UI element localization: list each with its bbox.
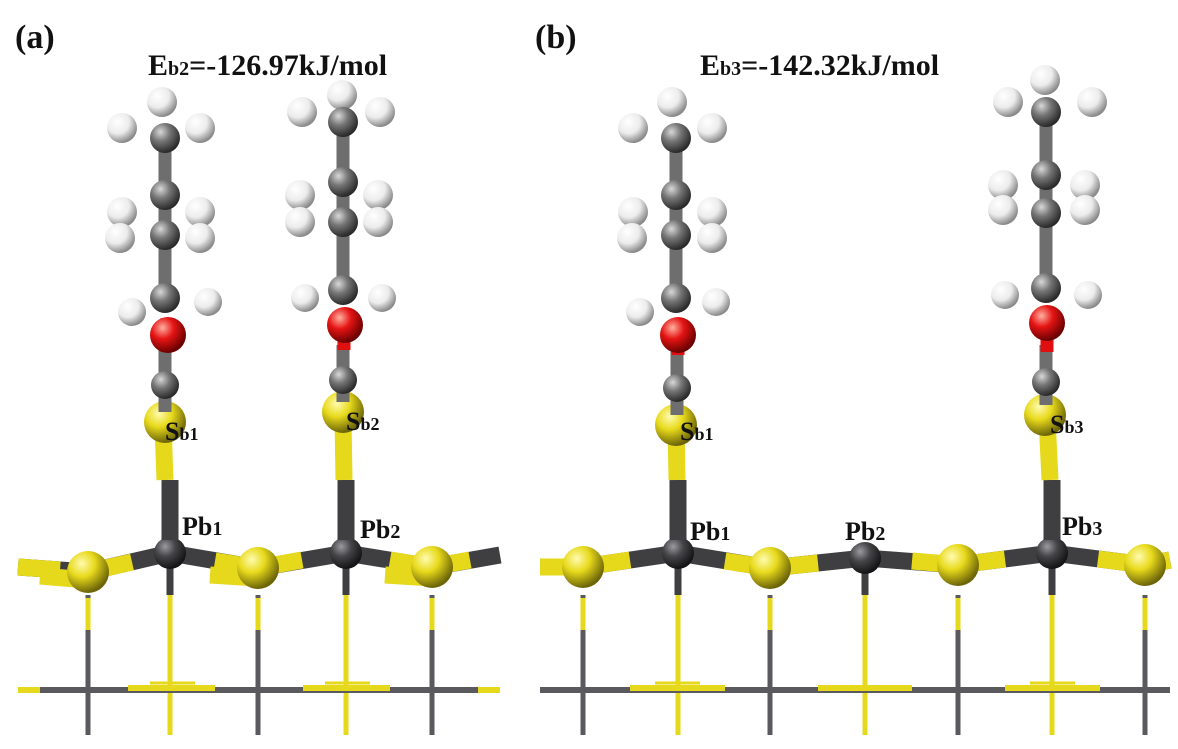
panel-b-label-sb1: Sb1 (680, 417, 713, 446)
panel-a-molecule-2 (285, 80, 396, 540)
panel-a-label-sb2: Sb2 (346, 407, 379, 436)
panel-a: (a) Eb2=-126.97kJ/mol Sb1 Sb2 Pb1 Pb2 (15, 19, 502, 735)
panel-a-label-sb1: Sb1 (165, 417, 198, 446)
panel-b-label-pb3: Pb3 (1062, 512, 1102, 541)
panel-b-energy-label: Eb3=-142.32kJ/mol (700, 49, 939, 82)
panel-a-energy-label: Eb2=-126.97kJ/mol (148, 49, 387, 82)
panel-a-molecule-1 (105, 87, 222, 540)
panel-b-label-pb2: Pb2 (845, 517, 885, 546)
panel-a-label-pb2: Pb2 (360, 515, 400, 544)
panel-a-lower-slab (18, 595, 500, 735)
panel-b: (b) Eb3=-142.32kJ/mol Sb1 Sb3 Pb1 Pb2 Pb… (535, 19, 1172, 735)
panel-b-label-sb3: Sb3 (1050, 410, 1083, 439)
panel-a-tag: (a) (15, 19, 55, 56)
panel-b-surface-layer (540, 537, 1172, 595)
panel-a-label-pb1: Pb1 (182, 512, 222, 541)
panel-b-label-pb1: Pb1 (690, 517, 730, 546)
panel-b-molecule-1 (617, 87, 730, 540)
panel-a-surface-layer (17, 537, 502, 595)
panel-b-lower-slab (540, 595, 1170, 735)
panel-b-molecule-2 (988, 65, 1107, 540)
panel-b-tag: (b) (535, 19, 577, 56)
